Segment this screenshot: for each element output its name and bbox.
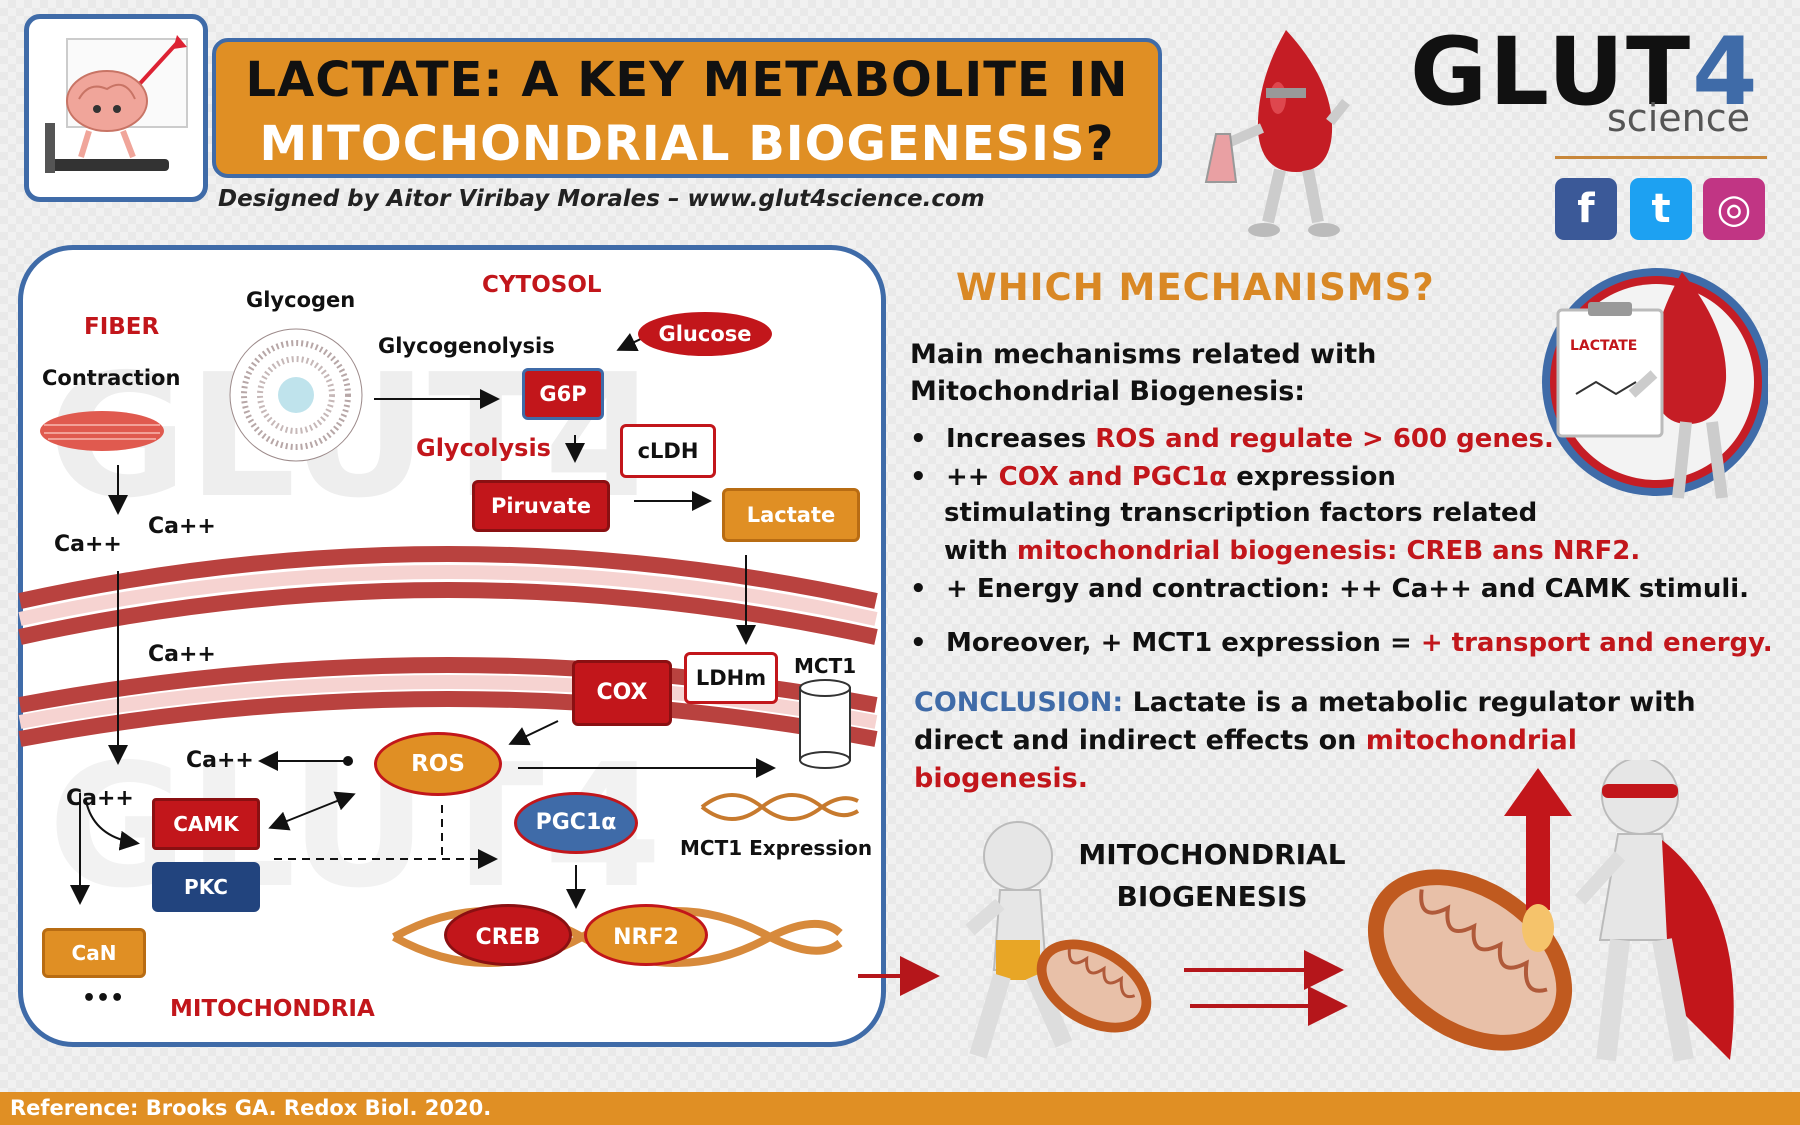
ldhm-node: LDHm <box>684 652 778 704</box>
calcium-label-4: Ca++ <box>186 748 254 773</box>
bullet-4: • Moreover, + MCT1 expression = + transp… <box>910 628 1773 662</box>
clipboard-mascot-icon: LACTATE <box>1542 268 1768 499</box>
pkc-node: PKC <box>152 862 260 912</box>
bullet-dot: • <box>910 424 927 454</box>
bullet-2-highlight: COX and PGC1α <box>998 462 1228 492</box>
glycogenolysis-label: Glycogenolysis <box>378 334 555 358</box>
conclusion-label: CONCLUSION: <box>914 687 1124 718</box>
reference-text: Reference: Brooks GA. Redox Biol. 2020. <box>10 1096 492 1120</box>
camk-node: CAMK <box>152 798 260 850</box>
calcium-label-3: Ca++ <box>148 642 216 667</box>
mitochondria-label: MITOCHONDRIA <box>170 996 375 1022</box>
bullet-2-line-3-highlight: mitochondrial biogenesis: CREB ans NRF2. <box>1016 536 1641 566</box>
rocket-arrow-icon <box>1504 768 1572 952</box>
glycogen-label: Glycogen <box>246 288 356 312</box>
bullet-2-line-3-text: with <box>944 536 1017 566</box>
muscle-fiber-icon <box>40 411 164 451</box>
title-question-mark: ? <box>1085 116 1115 172</box>
bullet-4-text: Moreover, + MCT1 expression = <box>946 628 1421 658</box>
blood-drop-mascot-icon <box>1204 30 1350 237</box>
mct1-dna-icon <box>700 793 860 821</box>
designer-credit: Designed by Aitor Viribay Morales – www.… <box>218 186 985 212</box>
cox-node: COX <box>572 660 672 726</box>
title-line-2-text: MITOCHONDRIAL BIOGENESIS <box>259 116 1086 172</box>
bullet-2: • ++ COX and PGC1α expression <box>910 462 1730 496</box>
superhero-figure-icon <box>1574 760 1734 1062</box>
facebook-icon[interactable]: f <box>1555 178 1617 240</box>
can-node: CaN <box>42 928 146 978</box>
brain-treadmill-icon <box>45 35 188 173</box>
bullet-4-highlight: + transport and energy. <box>1420 628 1773 658</box>
brand-divider <box>1555 156 1767 159</box>
brand-name: GLUT <box>1410 18 1693 127</box>
mito-label-line-1: MITOCHONDRIAL <box>1078 838 1346 871</box>
conclusion-text-2: direct and indirect effects on <box>914 725 1366 756</box>
pgc1a-node: PGC1α <box>514 792 638 854</box>
mitochondrial-biogenesis-illustration <box>858 760 1734 1062</box>
bullet-3-text: + Energy and contraction: ++ Ca++ and CA… <box>946 574 1750 604</box>
cldh-node: cLDH <box>620 424 716 478</box>
fiber-label: FIBER <box>84 314 160 340</box>
glycolysis-label: Glycolysis <box>416 434 551 462</box>
conclusion-text-1: Lactate is a metabolic regulator with <box>1123 687 1696 718</box>
mechanisms-heading: WHICH MECHANISMS? <box>956 266 1435 309</box>
creb-node: CREB <box>444 904 572 966</box>
mct1-label: MCT1 <box>794 654 857 678</box>
calcium-label-2: Ca++ <box>148 514 216 539</box>
brand-wordmark: GLUT4 <box>1410 18 1760 127</box>
piruvate-node: Piruvate <box>472 480 610 532</box>
mechanisms-intro: Main mechanisms related with Mitochondri… <box>910 336 1376 410</box>
mct1-transporter-icon <box>799 679 851 769</box>
calcium-label-5: Ca++ <box>66 786 134 811</box>
mito-label-line-2: BIOGENESIS <box>1116 880 1308 913</box>
bullet-2-line-3: with mitochondrial biogenesis: CREB ans … <box>910 536 1730 570</box>
mct1-expression-label: MCT1 Expression <box>680 836 873 860</box>
nrf2-node: NRF2 <box>584 904 708 966</box>
bullet-2-line-2: stimulating transcription factors relate… <box>910 498 1730 532</box>
g6p-node: G6P <box>522 368 604 420</box>
conclusion-block: CONCLUSION: Lactate is a metabolic regul… <box>914 684 1696 798</box>
bullet-1-highlight: ROS and regulate > 600 genes. <box>1095 424 1554 454</box>
mitochondrial-biogenesis-label: MITOCHONDRIAL BIOGENESIS <box>1058 834 1366 918</box>
glucose-node: Glucose <box>638 312 772 356</box>
runner-figure-icon <box>965 821 1073 1059</box>
small-mitochondrion-icon <box>1036 939 1152 1033</box>
footer-bar: Reference: Brooks GA. Redox Biol. 2020. <box>0 1092 1800 1125</box>
instagram-icon[interactable]: ◎ <box>1703 178 1765 240</box>
bullet-2-line-2-text: stimulating transcription factors relate… <box>944 498 1538 528</box>
header-logo-image <box>24 14 208 202</box>
lactate-node: Lactate <box>722 488 860 542</box>
intro-line-2: Mitochondrial Biogenesis: <box>910 376 1306 407</box>
clipboard-label: LACTATE <box>1570 338 1637 354</box>
bullet-3: • + Energy and contraction: ++ Ca++ and … <box>910 574 1749 608</box>
title-banner: LACTATE: A KEY METABOLITE IN MITOCHONDRI… <box>212 38 1162 178</box>
large-mitochondrion-icon <box>1367 869 1573 1051</box>
calcium-label-1: Ca++ <box>54 532 122 557</box>
twitter-icon[interactable]: t <box>1630 178 1692 240</box>
title-line-2: MITOCHONDRIAL BIOGENESIS? <box>216 116 1158 172</box>
title-line-1: LACTATE: A KEY METABOLITE IN <box>245 52 1129 108</box>
conclusion-highlight-2: biogenesis. <box>914 763 1088 794</box>
glycogen-molecule-icon <box>229 328 363 462</box>
bullet-1: • Increases ROS and regulate > 600 genes… <box>910 424 1730 458</box>
brand-subtitle: science <box>1607 96 1750 140</box>
conclusion-highlight-1: mitochondrial <box>1365 725 1577 756</box>
intro-line-1: Main mechanisms related with <box>910 339 1377 370</box>
bullet-2-text-end: expression <box>1227 462 1396 492</box>
ros-node: ROS <box>374 732 502 796</box>
contraction-label: Contraction <box>42 366 181 390</box>
brand-number: 4 <box>1692 18 1760 127</box>
bullet-dot: • <box>910 574 927 604</box>
bullet-2-text: ++ <box>946 462 999 492</box>
bullet-1-text: Increases <box>946 424 1096 454</box>
bullet-dot: • <box>910 462 927 492</box>
bullet-dot: • <box>910 628 927 658</box>
cytosol-label: CYTOSOL <box>482 272 602 298</box>
ellipsis-label: ••• <box>82 986 125 1011</box>
